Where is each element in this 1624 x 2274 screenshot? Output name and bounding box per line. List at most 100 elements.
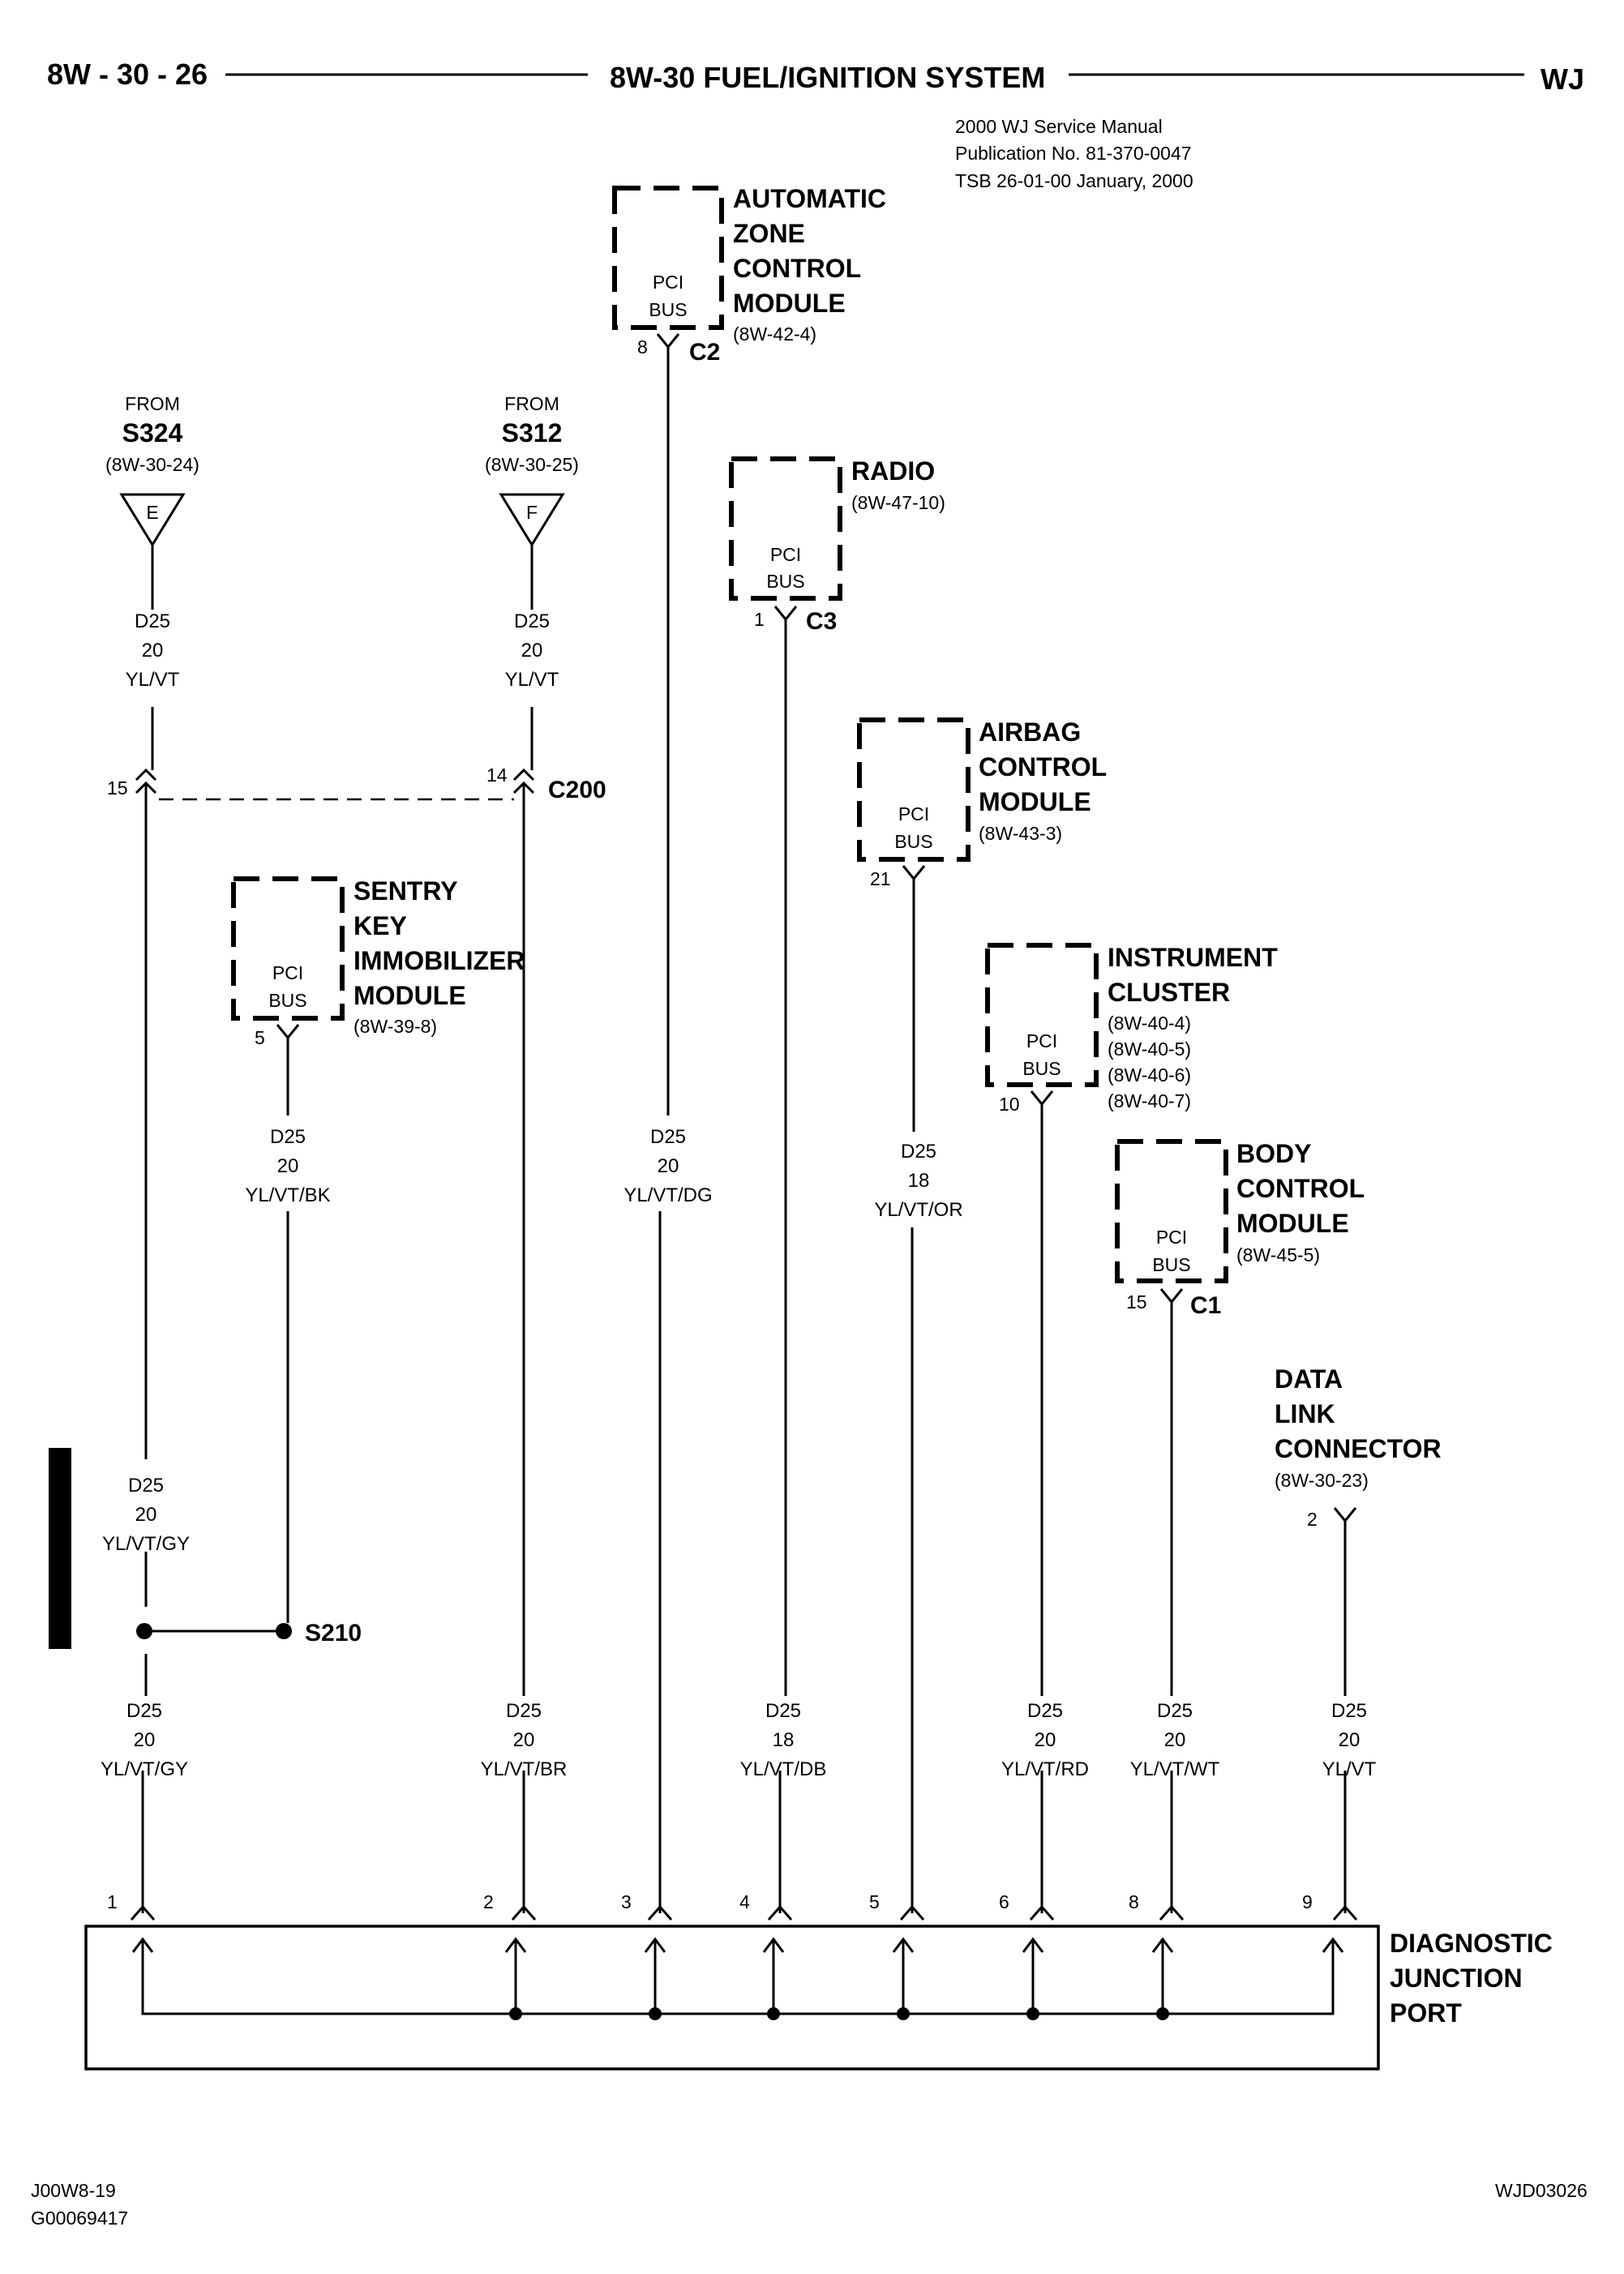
azc-pin-terminal [656,333,680,357]
dlc-name-3: CONNECTOR [1275,1434,1442,1463]
djp-pin-6-label: 6 [999,1891,1009,1912]
w-skim-gauge: 20 [277,1155,299,1177]
s210-junction-dot [136,1623,152,1639]
skim-module-box [231,876,345,1021]
wire-label-s312: D25 20 YL/VT [505,610,559,691]
page-number: 8W - 30 - 26 [47,58,208,91]
w-gy-upper-circuit: D25 [128,1475,164,1497]
djp-pin-6-inner-chevron [1022,1937,1044,1953]
airbag-name-2: CONTROL [979,752,1107,782]
w-gy-upper-gauge: 20 [135,1504,157,1526]
djp-pin-8-outer-chevron [1159,1904,1185,1921]
airbag-module: PCI BUS AIRBAG CONTROL MODULE (8W-43-3) … [857,717,1107,889]
djp-name-3: PORT [1390,1998,1462,2028]
skim-name-3: IMMOBILIZER [354,946,525,975]
azc-bus-label: BUS [649,299,687,320]
djp-pin-1-inner-chevron [131,1937,154,1953]
w-rd-gauge: 20 [1035,1729,1056,1751]
airbag-name-1: AIRBAG [979,717,1081,747]
s312-triangle [499,493,565,547]
s324-from: FROM [125,393,180,414]
bcm-name-3: MODULE [1236,1209,1349,1238]
cluster-ref-3: (8W-40-6) [1108,1064,1191,1086]
w-rd-circuit: D25 [1027,1700,1063,1722]
source-s312: FROM S312 (8W-30-25) F [485,393,579,547]
w-dlc-gauge: 20 [1339,1729,1360,1751]
w-skim-color: YL/VT/BK [245,1184,330,1206]
publication-line-3: TSB 26-01-00 January, 2000 [955,170,1193,191]
c200-pin-right: 14 [486,764,508,786]
w-s324-circuit: D25 [135,610,170,632]
bcm-name-1: BODY [1236,1139,1311,1168]
w-dlc-color: YL/VT [1322,1758,1377,1780]
bcm-module: PCI BUS BODY CONTROL MODULE (8W-45-5) 15… [1115,1139,1365,1319]
w-rd-color: YL/VT/RD [1001,1758,1089,1780]
azc-ref: (8W-42-4) [733,323,816,345]
djp-pin-9-label: 9 [1302,1891,1313,1912]
wire-label-db: D25 18 YL/VT/DB [740,1700,827,1780]
radio-pin: 1 [754,609,765,630]
djp-pin-4-label: 4 [739,1891,750,1912]
wire-label-gy-lower: D25 20 YL/VT/GY [101,1700,188,1780]
skim-name-4: MODULE [354,981,466,1010]
djp-pin-5: 5 [869,1891,925,1953]
djp-pin-5-inner-chevron [892,1937,915,1953]
djp-pin-2-label: 2 [483,1891,494,1912]
djp-pin-4-outer-chevron [767,1904,793,1921]
azc-connector: C2 [689,339,720,366]
w-s324-gauge: 20 [142,640,164,662]
w-gy-upper-color: YL/VT/GY [102,1533,190,1555]
w-s312-gauge: 20 [521,640,543,662]
airbag-bus-label: BUS [894,831,932,852]
s324-letter: E [146,502,158,523]
radio-module-box [729,456,842,601]
cluster-pin-terminal [1030,1090,1054,1114]
w-s312-color: YL/VT [505,669,559,691]
publication-line-1: 2000 WJ Service Manual [955,116,1163,137]
w-s324-color: YL/VT [126,669,180,691]
w-dg-circuit: D25 [650,1126,686,1148]
footer-figure-id: WJD03026 [1495,2180,1588,2201]
wire-label-br: D25 20 YL/VT/BR [481,1700,568,1780]
djp-pin-8: 8 [1129,1891,1185,1953]
cluster-bus-label: BUS [1022,1058,1061,1079]
s324-ref: (8W-30-24) [105,454,199,475]
wire-labels: D25 20 YL/VT D25 20 YL/VT D25 20 YL/VT/B… [101,610,1377,1780]
bcm-bus-label: BUS [1152,1254,1190,1275]
wire-runs [141,357,1347,1913]
djp-pin-3: 3 [621,1891,673,1953]
w-db-color: YL/VT/DB [740,1758,827,1780]
radio-ref: (8W-47-10) [851,492,945,513]
w-skim-circuit: D25 [270,1126,306,1148]
airbag-ref: (8W-43-3) [979,823,1062,844]
w-dg-color: YL/VT/DG [623,1184,712,1206]
airbag-pin-terminal [902,865,926,889]
skim-bus-label: BUS [268,990,306,1011]
w-or-circuit: D25 [901,1141,936,1163]
djp-pin-2-inner-chevron [504,1937,527,1953]
footer-code-1: J00W8-19 [31,2180,116,2201]
data-link-connector: DATA LINK CONNECTOR (8W-30-23) 2 [1275,1364,1442,1534]
azc-name-3: CONTROL [733,254,861,283]
w-wt-gauge: 20 [1164,1729,1186,1751]
cluster-ref-1: (8W-40-4) [1108,1013,1191,1034]
djp-pin-1-label: 1 [107,1891,118,1912]
cluster-pin: 10 [999,1094,1020,1115]
skim-name-1: SENTRY [354,876,458,906]
bcm-connector: C1 [1190,1292,1221,1319]
w-s312-circuit: D25 [514,610,550,632]
djp-pin-2: 2 [483,1891,537,1953]
bcm-pci-label: PCI [1156,1227,1187,1248]
djp-body [84,1925,1380,2071]
radio-name: RADIO [851,456,935,486]
revision-bar [49,1448,71,1649]
model-code: WJ [1540,62,1584,96]
djp-pin-3-outer-chevron [647,1904,673,1921]
w-db-circuit: D25 [765,1700,801,1722]
cluster-module-box [985,943,1099,1087]
diagnostic-junction-port: DIAGNOSTIC JUNCTION PORT 1 2 3 [84,1891,1553,2071]
s312-from: FROM [504,393,559,414]
w-db-gauge: 18 [773,1729,795,1751]
cluster-pci-label: PCI [1026,1030,1057,1051]
dlc-pin: 2 [1307,1509,1318,1530]
